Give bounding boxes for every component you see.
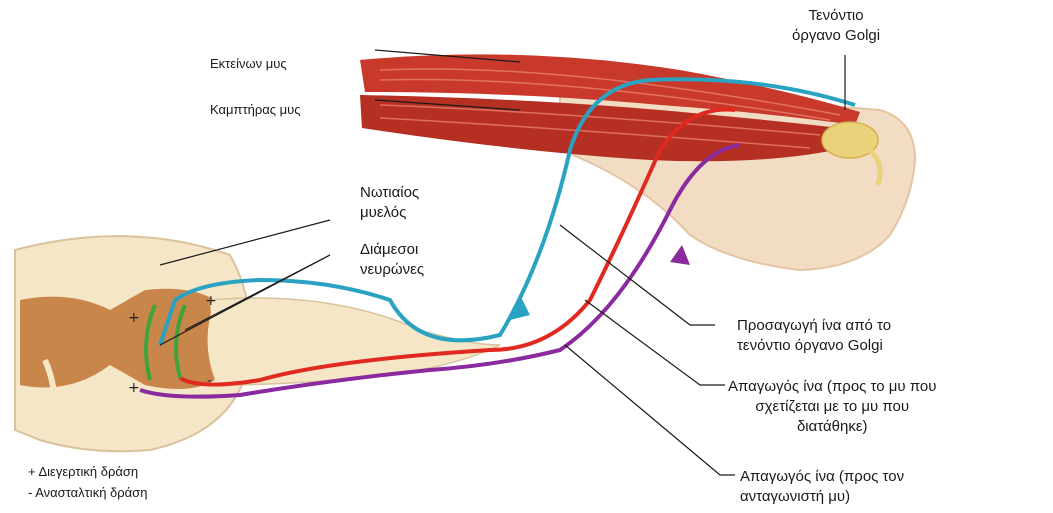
legend-excitatory: + Διεγερτική δράση	[28, 462, 138, 482]
efferent-same-label-line2: σχετίζεται με το μυ που	[728, 397, 936, 417]
antagonist-arrow	[670, 245, 690, 265]
spinal-cord-label-line2: μυελός	[360, 203, 419, 223]
golgi-organ-label-line1: Τενόντιο	[792, 6, 880, 26]
afferent-fiber-label: Προσαγωγή ίνα από το τενόντιο όργανο Gol…	[737, 316, 891, 356]
interneurons-label: Διάμεσοι νευρώνες	[360, 240, 424, 280]
efferent-same-label-line1: Απαγωγός ίνα (προς το μυ που	[728, 377, 936, 397]
plus-sign: +	[128, 310, 140, 326]
efferent-antagonist-label-line1: Απαγωγός ίνα (προς τον	[740, 467, 904, 487]
flexor-muscle-label: Καμπτήρας μυς	[210, 100, 301, 120]
afferent-fiber-label-line1: Προσαγωγή ίνα από το	[737, 316, 891, 336]
efferent-same-label-line3: διατάθηκε)	[728, 417, 936, 437]
efferent-antagonist-label: Απαγωγός ίνα (προς τον ανταγωνιστή μυ)	[740, 467, 904, 507]
golgi-organ-label: Τενόντιο όργανο Golgi	[792, 6, 880, 46]
efferent-antagonist-label-line2: ανταγωνιστή μυ)	[740, 487, 904, 507]
extensor-muscle-label: Εκτείνων μυς	[210, 54, 287, 74]
afferent-fiber-label-line2: τενόντιο όργανο Golgi	[737, 336, 891, 356]
interneurons-label-line2: νευρώνες	[360, 260, 424, 280]
golgi-organ-label-line2: όργανο Golgi	[792, 26, 880, 46]
spinal-cord-label-line1: Νωτιαίος	[360, 183, 419, 203]
minus-sign: -	[207, 373, 212, 389]
plus-sign: +	[205, 293, 217, 309]
legend-inhibitory: - Ανασταλτική δράση	[28, 483, 147, 503]
plus-sign: +	[128, 380, 140, 396]
interneurons-label-line1: Διάμεσοι	[360, 240, 424, 260]
spinal-cord-label: Νωτιαίος μυελός	[360, 183, 419, 223]
efferent-same-label: Απαγωγός ίνα (προς το μυ που σχετίζεται …	[728, 377, 936, 437]
